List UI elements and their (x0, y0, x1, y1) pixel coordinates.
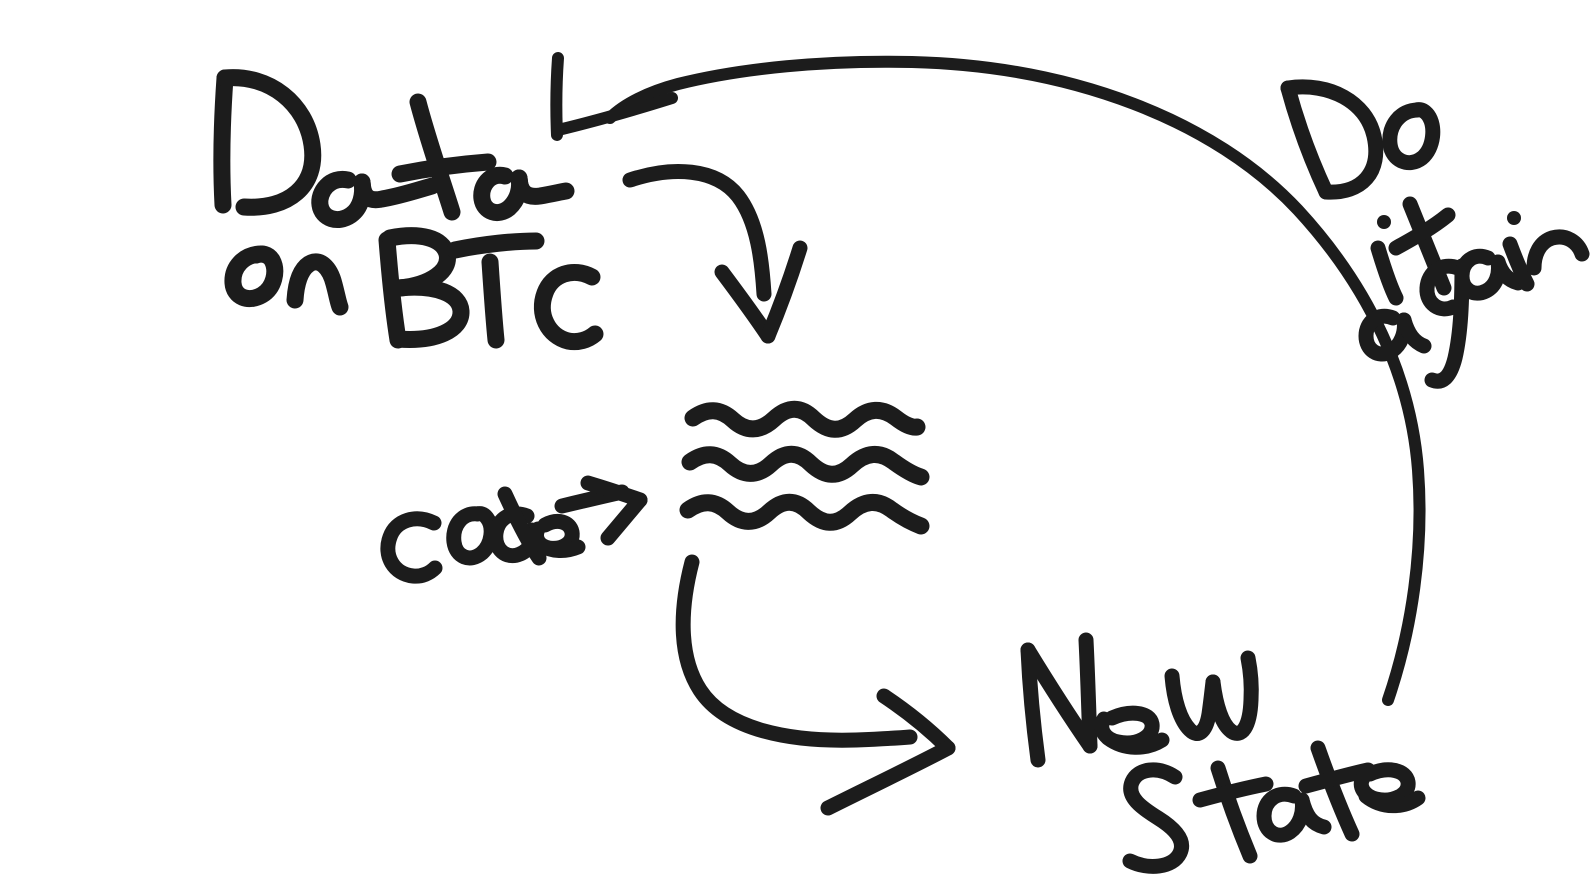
label-new (1020, 632, 1259, 768)
edge-feedback-loop (550, 52, 1426, 706)
code-squiggle-line-3 (679, 493, 930, 535)
label-data (213, 69, 575, 228)
edge-code-to-new-state (675, 554, 956, 816)
label-do-it-again (1280, 79, 1590, 389)
code-squiggles (679, 400, 930, 535)
label-on-btc (224, 227, 604, 351)
label-state (1122, 740, 1426, 874)
code-squiggle-line-1 (684, 400, 926, 438)
code-squiggle-line-2 (681, 445, 930, 486)
label-code-arrow (380, 475, 648, 584)
edge-data-to-code (622, 164, 808, 344)
